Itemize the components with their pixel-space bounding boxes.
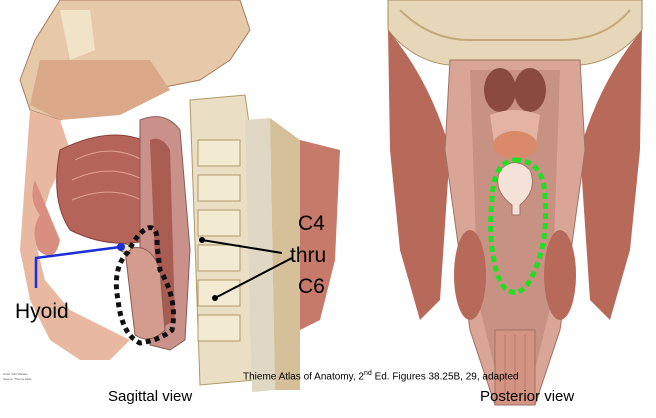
credit-line-2: Source: Thieme Atlas [3, 377, 32, 381]
sagittal-illustration [19, 0, 340, 392]
posterior-caption: Posterior view [480, 388, 575, 405]
c6-label: C6 [298, 275, 325, 298]
c4-pointer-line [201, 239, 283, 254]
citation-sup: nd [364, 370, 372, 377]
credit-line-1: Artist: Karl Wesker [3, 372, 28, 376]
citation-post: Ed. Figures 38.25B, 29, adapted [371, 371, 519, 383]
c4-pointer-dot [199, 237, 205, 243]
hyoid-pointer-dot [117, 243, 125, 251]
c6-pointer-line [214, 257, 293, 299]
c4-label: C4 [298, 212, 325, 235]
thru-label: thru [290, 244, 327, 267]
c6-pointer-dot [212, 295, 218, 301]
posterior-illustration [387, 0, 643, 406]
citation-pre: Thieme Atlas of Anatomy, 2 [243, 371, 364, 383]
citation: Thieme Atlas of Anatomy, 2nd Ed. Figures… [243, 370, 519, 382]
hyoid-label: Hyoid [15, 300, 69, 323]
pharynx-outline-black [113, 225, 176, 346]
sagittal-caption: Sagittal view [108, 388, 193, 405]
hyoid-pointer-line [34, 245, 121, 288]
laryngopharynx-outline-green [488, 157, 549, 295]
